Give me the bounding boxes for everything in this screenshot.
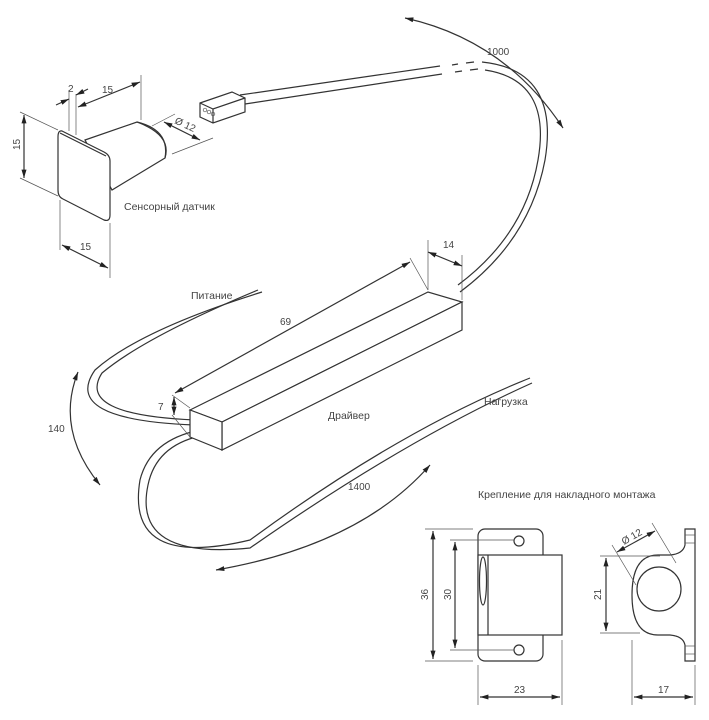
touch-sensor: 2 15 15 15 Ø 12 Сенсорный датчик: [12, 75, 215, 278]
cable-length-dim: 1000: [487, 47, 510, 58]
mount-diameter-dim: Ø 12: [620, 527, 645, 548]
driver-label: Драйвер: [328, 410, 370, 422]
sensor-length-dim: 15: [102, 85, 114, 96]
sensor-label: Сенсорный датчик: [124, 201, 215, 213]
driver-length-dim: 69: [280, 317, 292, 328]
driver-width-dim: 14: [443, 240, 455, 251]
power-label: Питание: [191, 290, 233, 302]
sensor-width-dim: 15: [80, 242, 92, 253]
sensor-height-dim: 15: [12, 138, 23, 150]
mount-ring-height-dim: 21: [593, 588, 604, 600]
mount-width-dim: 23: [514, 685, 526, 696]
load-wire-dim: 1400: [348, 482, 371, 493]
power-wire-dim: 140: [48, 424, 65, 435]
mount-height-dim: 36: [420, 588, 431, 600]
mount-title: Крепление для накладного монтажа: [478, 489, 656, 501]
driver: 7 69 14 Драйвер Питание Нагрузка 140 140…: [48, 240, 533, 572]
sensor-thickness-dim: 2: [68, 84, 74, 95]
mount-hole-spacing-dim: 30: [443, 588, 454, 600]
mount-drawing: Крепление для накладного монтажа 36 30 2…: [420, 489, 696, 705]
load-label: Нагрузка: [484, 396, 528, 408]
mount-depth-dim: 17: [658, 685, 670, 696]
sensor-cable: 1000: [199, 17, 564, 293]
driver-height-dim: 7: [158, 402, 164, 413]
